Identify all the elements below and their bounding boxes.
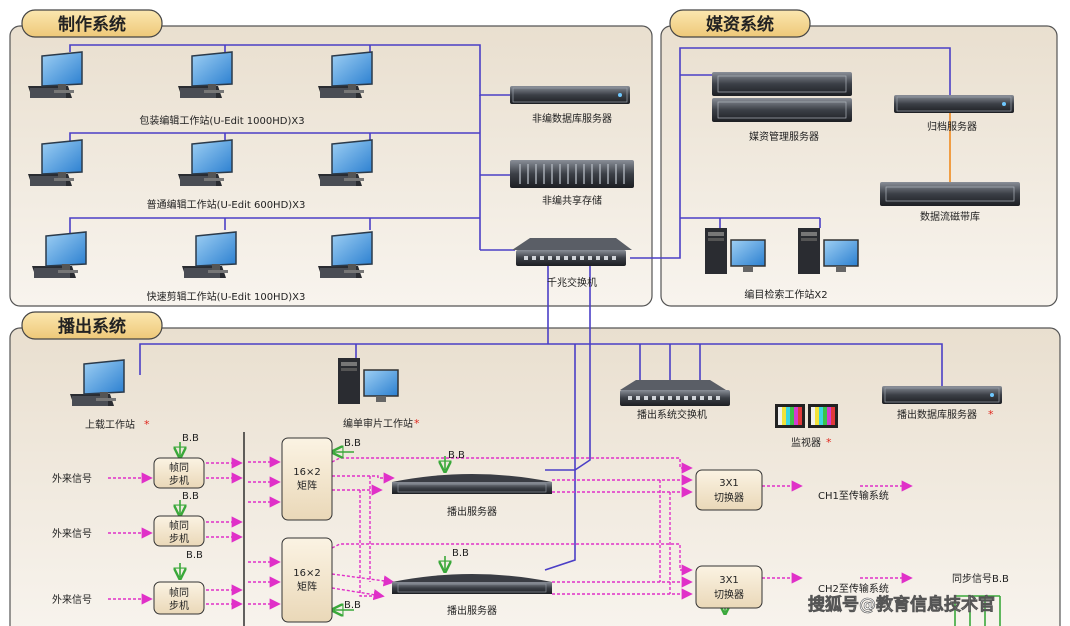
svg-text:帧同: 帧同 [169,461,189,474]
media-asset-title: 媒资系统 [706,14,774,35]
playout-switch-device [620,380,730,406]
review-ws-label: 编单审片工作站 [343,417,413,430]
shared-storage-label: 非编共享存储 [542,194,602,207]
ext-signal-label-1: 外来信号 [52,473,92,485]
svg-text:切换器: 切换器 [714,491,744,504]
switcher-box-1: 3X1 切换器 [695,469,763,511]
playout-db-device [881,385,1003,405]
archive-server-label: 归档服务器 [927,120,977,133]
svg-text:切换器: 切换器 [714,588,744,601]
upload-ws-star: * [144,418,150,431]
svg-text:帧同: 帧同 [169,519,189,532]
playout-server-label-1: 播出服务器 [447,505,497,518]
gigabit-switch-device [512,238,632,266]
monitor-label: 监视器 [791,436,821,449]
group2-label: 普通编辑工作站(U-Edit 600HD)X3 [147,198,306,211]
production-title: 制作系统 [58,14,126,35]
group1-label: 包装编辑工作站(U-Edit 1000HD)X3 [139,114,304,127]
svg-text:16×2: 16×2 [293,568,320,579]
playout-db-label: 播出数据库服务器 [897,408,977,421]
ext-signal-label-2: 外来信号 [52,528,92,540]
ch1-label: CH1至传输系统 [818,489,889,502]
media-mgmt-server-label: 媒资管理服务器 [749,130,819,143]
svg-text:步机: 步机 [169,474,189,487]
bb-label-6: B.B [452,548,469,559]
switcher-box-2: 3X1 切换器 [695,565,763,609]
matrix-box-1: 16×2 矩阵 [281,437,333,521]
bb-label-5: B.B [448,450,465,461]
tape-library-label: 数据流磁带库 [920,210,980,223]
svg-text:步机: 步机 [169,599,189,612]
media-asset-title-badge: 媒资系统 [669,9,811,38]
production-title-badge: 制作系统 [21,9,163,38]
bb-label-2: B.B [182,491,199,502]
bb-label-4: B.B [344,438,361,449]
catalog-ws-label: 编目检索工作站X2 [744,288,827,301]
svg-text:16×2: 16×2 [293,467,320,478]
playout-panel [9,327,1061,626]
playout-title: 播出系统 [58,316,126,337]
svg-text:步机: 步机 [169,532,189,545]
svg-text:帧同: 帧同 [169,586,189,599]
production-panel [9,25,653,307]
monitor-device [775,404,838,428]
frame-sync-box-3: 帧同 步机 [153,581,205,615]
media-mgmt-server-device [712,72,852,122]
frame-sync-box-1: 帧同 步机 [153,457,205,489]
svg-text:3X1: 3X1 [719,575,739,586]
bb-sync-arrows [180,442,1001,626]
tape-library-device [880,182,1020,206]
shared-storage-device [510,160,634,188]
db-server-device [509,85,631,105]
playout-switch-label: 播出系统交换机 [637,408,707,421]
production-network-lines [69,44,951,340]
sync-signal-label: 同步信号B.B [952,573,1009,585]
matrix-box-2: 16×2 矩阵 [281,537,333,623]
bb-label-7: B.B [344,600,361,611]
bb-label-3: B.B [186,550,203,561]
frame-sync-box-2: 帧同 步机 [153,515,205,547]
svg-text:矩阵: 矩阵 [297,580,317,593]
watermark-text: 搜狐号@教育信息技术官 [808,594,995,615]
group3-label: 快速剪辑工作站(U-Edit 100HD)X3 [147,290,306,303]
playout-server-label-2: 播出服务器 [447,604,497,617]
svg-text:矩阵: 矩阵 [297,479,317,492]
svg-text:3X1: 3X1 [719,478,739,489]
gigabit-switch-label: 千兆交换机 [547,276,597,289]
archive-server-device [893,94,1015,114]
upload-ws-label: 上载工作站 [85,418,135,431]
bb-label-1: B.B [182,433,199,444]
external-signal-lines [108,456,913,610]
review-ws-star: * [414,417,420,430]
monitor-star: * [826,436,832,449]
playout-title-badge: 播出系统 [21,311,163,340]
db-server-label: 非编数据库服务器 [532,112,612,125]
ext-signal-label-3: 外来信号 [52,594,92,606]
playout-network-lines [139,340,943,571]
playout-db-star: * [988,408,994,421]
ch2-label: CH2至传输系统 [818,582,889,595]
